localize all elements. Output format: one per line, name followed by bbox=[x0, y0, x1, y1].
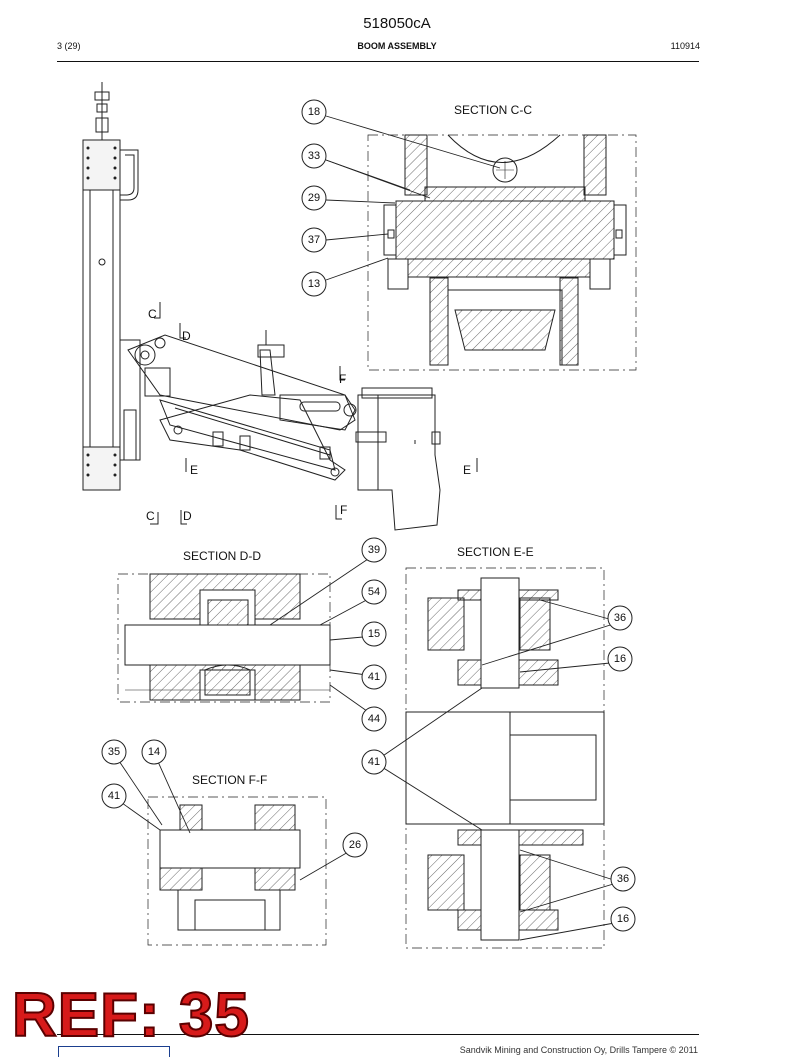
section-title-cc: SECTION C-C bbox=[454, 103, 532, 117]
view-marker-d: D bbox=[182, 329, 191, 343]
callout-text: 14 bbox=[148, 746, 160, 758]
callout-text: 44 bbox=[368, 713, 380, 725]
view-marker-c: C bbox=[146, 509, 155, 523]
callout-text: 33 bbox=[308, 150, 320, 162]
callouts bbox=[101, 99, 636, 932]
callout-text: 37 bbox=[308, 234, 320, 246]
document-date: 110914 bbox=[670, 41, 700, 51]
leader-lines bbox=[114, 115, 621, 941]
view-marker-e: E bbox=[463, 463, 471, 477]
callout-text: 35 bbox=[108, 746, 120, 758]
footer-rule bbox=[57, 1034, 699, 1035]
callout-36-lower bbox=[610, 866, 636, 892]
callout-13 bbox=[301, 271, 327, 297]
callout-text: 15 bbox=[368, 628, 380, 640]
callout-text: 54 bbox=[368, 586, 380, 598]
view-marker-d: D bbox=[183, 509, 192, 523]
callout-text: 16 bbox=[614, 653, 626, 665]
section-title-dd: SECTION D-D bbox=[183, 549, 261, 563]
view-marker-f: F bbox=[339, 372, 346, 386]
callout-text: 16 bbox=[617, 913, 629, 925]
section-ee-view bbox=[405, 567, 605, 949]
callout-35 bbox=[101, 739, 127, 765]
reference-stamp: REF: 35 bbox=[11, 981, 250, 1050]
view-marker-c: C bbox=[148, 307, 157, 321]
callout-14 bbox=[141, 739, 167, 765]
section-cc-view bbox=[367, 134, 637, 371]
callout-text: 39 bbox=[368, 544, 380, 556]
callout-text: 18 bbox=[308, 106, 320, 118]
callout-text: 41 bbox=[368, 756, 380, 768]
callout-29 bbox=[301, 185, 327, 211]
page-title: BOOM ASSEMBLY bbox=[357, 41, 437, 51]
callout-text: 13 bbox=[308, 278, 320, 290]
callout-text: 41 bbox=[108, 790, 120, 802]
page-number: 3 (29) bbox=[57, 41, 81, 51]
callout-36-upper bbox=[607, 605, 633, 631]
section-title-ff: SECTION F-F bbox=[192, 773, 267, 787]
view-markers bbox=[150, 302, 478, 525]
callout-39 bbox=[361, 537, 387, 563]
callout-text: 26 bbox=[349, 839, 361, 851]
callout-15 bbox=[361, 621, 387, 647]
callout-44 bbox=[361, 706, 387, 732]
document-code: 518050cA bbox=[363, 15, 431, 32]
callout-41-ee bbox=[361, 749, 387, 775]
callout-text: 29 bbox=[308, 192, 320, 204]
view-marker-e: E bbox=[190, 463, 198, 477]
section-title-ee: SECTION E-E bbox=[457, 545, 534, 559]
callout-text: 41 bbox=[368, 671, 380, 683]
header-rule bbox=[57, 61, 699, 62]
company-logo bbox=[58, 1046, 170, 1057]
callout-26 bbox=[342, 832, 368, 858]
view-marker-f: F bbox=[340, 503, 347, 517]
callout-41-ff bbox=[101, 783, 127, 809]
callout-text: 36 bbox=[617, 873, 629, 885]
callout-18 bbox=[301, 99, 327, 125]
footer-copyright: Sandvik Mining and Construction Oy, Dril… bbox=[459, 1045, 698, 1055]
boom-main-view bbox=[82, 82, 441, 531]
callout-33 bbox=[301, 143, 327, 169]
callout-16-upper bbox=[607, 646, 633, 672]
callout-37 bbox=[301, 227, 327, 253]
section-ff-view bbox=[147, 796, 327, 946]
callout-41-dd bbox=[361, 664, 387, 690]
section-dd-view bbox=[117, 573, 331, 703]
callout-16-lower bbox=[610, 906, 636, 932]
callout-54 bbox=[361, 579, 387, 605]
callout-text: 36 bbox=[614, 612, 626, 624]
